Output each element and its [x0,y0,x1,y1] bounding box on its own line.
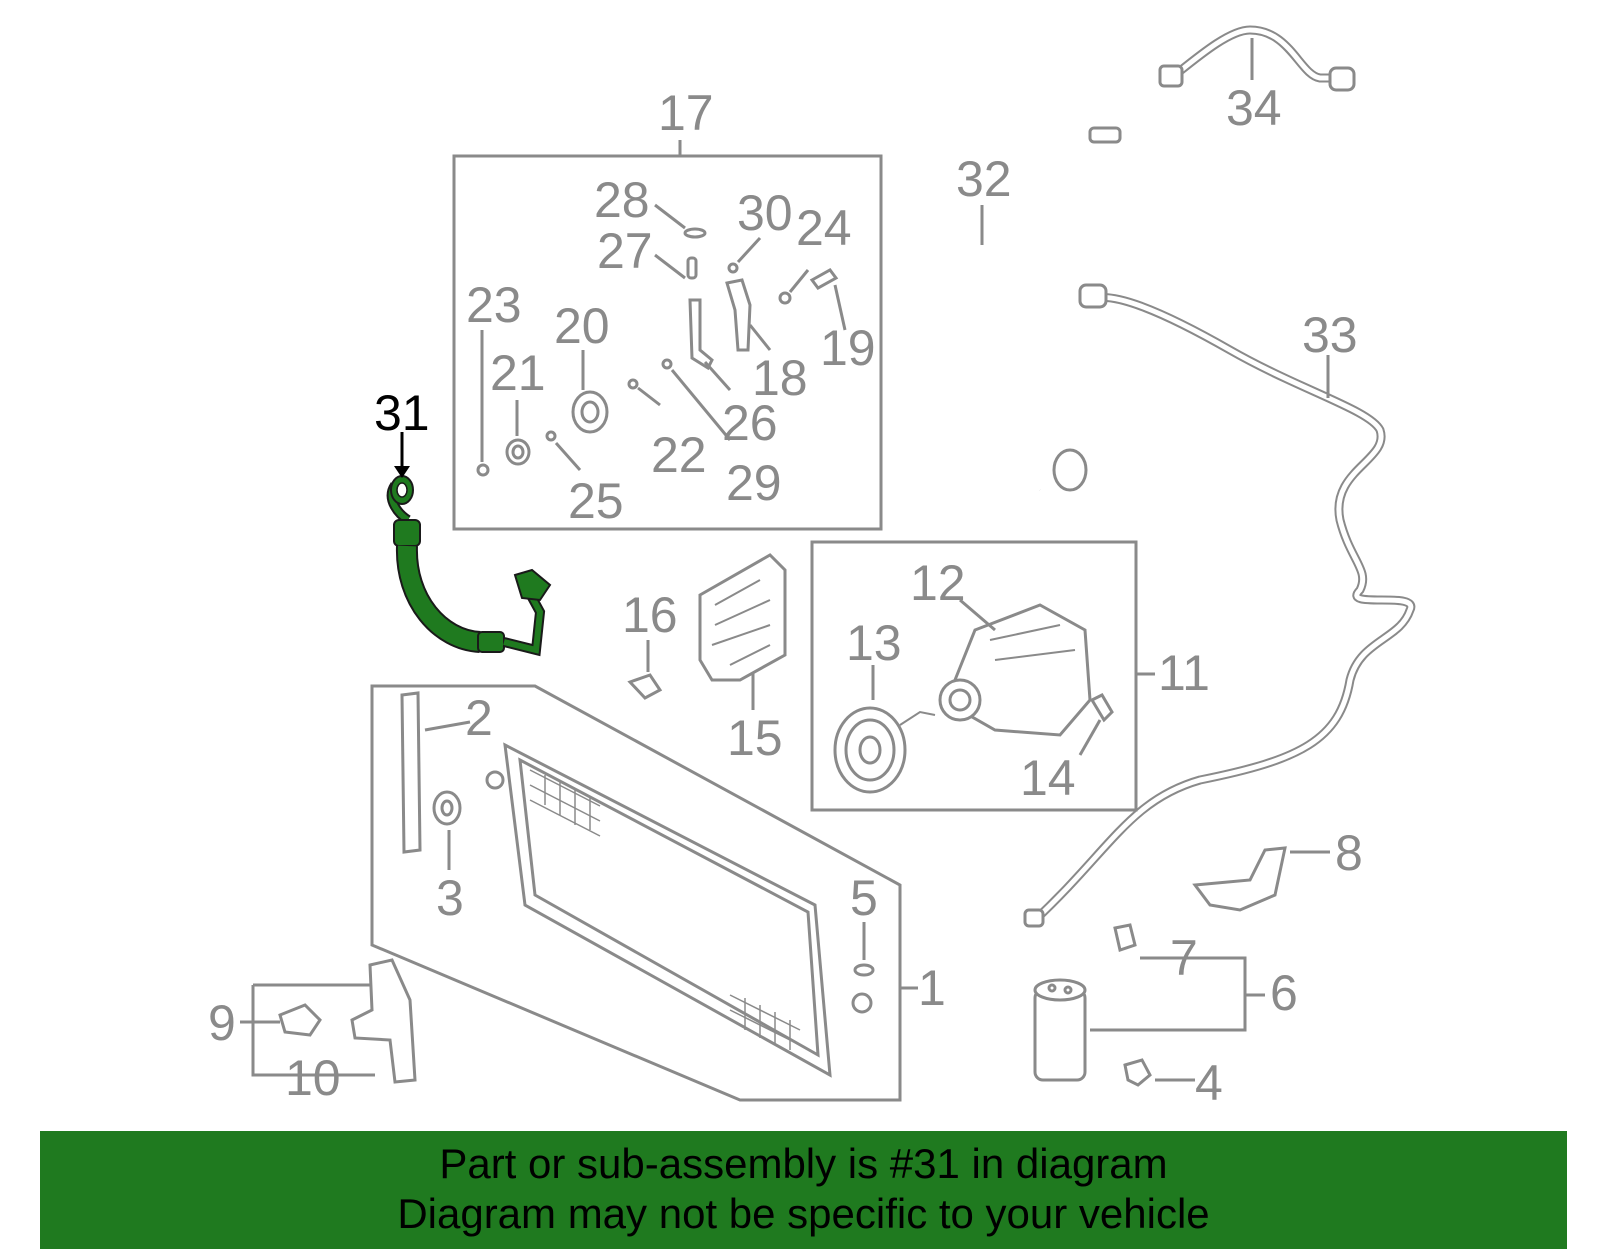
hose-32[interactable] [946,126,1122,492]
banner-line-1: Part or sub-assembly is #31 in diagram [439,1140,1168,1187]
label-16[interactable]: 16 [622,587,678,643]
label-5[interactable]: 5 [850,870,878,926]
condenser-1[interactable] [485,742,873,1078]
label-15[interactable]: 15 [727,710,783,766]
bracket-15[interactable] [698,553,787,682]
label-13[interactable]: 13 [846,615,902,671]
label-25[interactable]: 25 [568,473,624,529]
label-31[interactable]: 31 [374,385,430,441]
label-30[interactable]: 30 [737,185,793,241]
label-21[interactable]: 21 [490,345,546,401]
label-11[interactable]: 11 [1158,645,1210,701]
label-1[interactable]: 1 [918,960,946,1016]
clip-9[interactable] [278,1003,322,1037]
label-18[interactable]: 18 [752,350,808,406]
label-7[interactable]: 7 [1170,930,1198,986]
label-20[interactable]: 20 [554,298,610,354]
small-parts-group [476,227,839,477]
label-22[interactable]: 22 [651,427,707,483]
pipe-34[interactable] [1158,25,1356,92]
label-28[interactable]: 28 [594,172,650,228]
label-14[interactable]: 14 [1020,750,1076,806]
oring-5[interactable] [853,963,875,977]
label-2[interactable]: 2 [465,690,493,746]
compressor-12[interactable] [938,603,1092,737]
pipe-33[interactable] [1023,283,1416,928]
bracket-10[interactable] [350,958,417,1084]
label-12[interactable]: 12 [910,555,966,611]
banner-line-2: Diagram may not be specific to your vehi… [397,1190,1210,1237]
switch-7[interactable] [1113,923,1137,952]
label-32[interactable]: 32 [956,151,1012,207]
label-19[interactable]: 19 [820,320,876,376]
label-10[interactable]: 10 [285,1050,341,1106]
clutch-13[interactable] [833,706,936,794]
hose-31-highlighted[interactable] [386,475,552,657]
kit-box-17 [452,154,883,531]
switch-14[interactable] [1089,693,1114,723]
label-29[interactable]: 29 [726,455,782,511]
bracket-8[interactable] [1192,846,1287,912]
label-4[interactable]: 4 [1195,1055,1223,1111]
info-banner: Part or sub-assembly is #31 in diagram D… [40,1131,1567,1249]
leader-lines-17 [480,203,847,471]
label-34[interactable]: 34 [1226,80,1282,136]
label-17[interactable]: 17 [658,85,714,141]
label-3[interactable]: 3 [436,870,464,926]
receiver-drier-6[interactable] [1033,978,1087,1082]
cushion-3[interactable] [432,790,462,826]
label-23[interactable]: 23 [466,277,522,333]
label-9[interactable]: 9 [208,995,236,1051]
label-27[interactable]: 27 [597,223,653,279]
label-6[interactable]: 6 [1270,965,1298,1021]
label-33[interactable]: 33 [1302,307,1358,363]
clip-16[interactable] [627,673,663,700]
label-26[interactable]: 26 [722,395,778,451]
seal-strip-2[interactable] [400,691,422,854]
label-24[interactable]: 24 [796,200,852,256]
plug-4[interactable] [1123,1058,1152,1087]
label-8[interactable]: 8 [1335,825,1363,881]
